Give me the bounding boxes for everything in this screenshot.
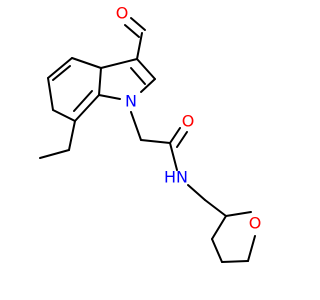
bond (98, 67, 102, 96)
bond (130, 111, 142, 141)
bond (71, 57, 102, 69)
bond (100, 58, 138, 69)
bond (187, 184, 206, 201)
bond (98, 94, 121, 100)
bond (124, 24, 140, 38)
bond (140, 139, 171, 144)
bond (74, 94, 100, 122)
bond (47, 77, 54, 111)
hydrogen-atom-label: H (164, 168, 176, 187)
bond (52, 65, 71, 81)
oxygen-atom-label: O (182, 112, 195, 131)
bond (68, 120, 76, 151)
nitrogen-atom-label: N (125, 92, 137, 111)
bond (136, 58, 156, 80)
molecular-structure-diagram: O N O N H O (39, 4, 262, 263)
bond (73, 90, 93, 112)
oxygen-atom-label: O (116, 4, 129, 23)
nitrogen-atom-label: N (176, 168, 188, 187)
bond (176, 131, 188, 148)
atom-labels: O N O N H O (116, 4, 262, 233)
bond (204, 199, 227, 217)
bond (247, 235, 256, 262)
bond (140, 78, 156, 93)
bond (225, 211, 252, 217)
bond (221, 260, 249, 263)
bond (130, 17, 146, 31)
bond (169, 142, 178, 171)
bond (136, 32, 143, 60)
bond (39, 149, 70, 159)
bond (169, 127, 181, 144)
bond (47, 57, 73, 79)
bond (52, 109, 76, 122)
bond (130, 67, 146, 85)
bond-lines (39, 17, 256, 263)
bond (211, 215, 227, 240)
oxygen-atom-label: O (249, 214, 262, 233)
bond (211, 238, 223, 263)
